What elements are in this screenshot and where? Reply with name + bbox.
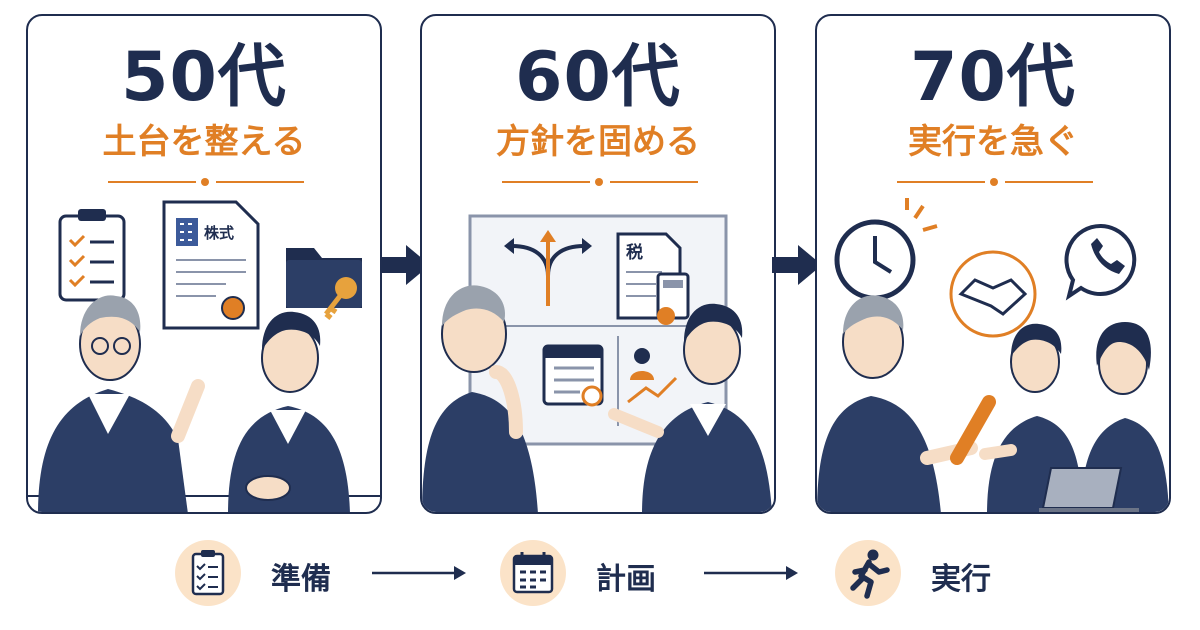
- flow-arrow-icon: [372, 566, 466, 580]
- calendar-icon: [512, 552, 554, 594]
- stage-heading: 実行を急ぐ: [908, 122, 1078, 162]
- illustration-70s: [817, 198, 1169, 512]
- illustration-60s: 税: [422, 214, 772, 512]
- clipboard-checklist-icon: [191, 550, 225, 596]
- panel-60s: 60代 方針を固める 税: [420, 14, 776, 514]
- age-heading: 70代: [910, 38, 1076, 117]
- clipboard-checklist-icon: [58, 209, 126, 302]
- older-man-figure: [422, 285, 538, 512]
- heading-divider: [897, 176, 1093, 188]
- stage-heading: 土台を整える: [102, 122, 306, 162]
- svg-text:税: 税: [626, 242, 643, 263]
- step-label: 実行: [931, 562, 991, 597]
- age-heading: 60代: [515, 38, 681, 117]
- growth-chart-icon: [627, 348, 678, 404]
- young-man-figure: [228, 311, 350, 512]
- stage-heading: 方針を固める: [496, 122, 700, 162]
- folder-key-icon: [286, 248, 362, 320]
- panel-70s: 70代 実行を急ぐ: [815, 14, 1171, 514]
- stage-arrow-icon: [772, 245, 822, 285]
- branching-arrows-icon: [504, 230, 592, 306]
- stock-document-icon: 株式: [162, 200, 260, 330]
- tax-document-icon: 税: [616, 232, 690, 325]
- clock-icon: [834, 198, 938, 301]
- step-icon-circle: [175, 540, 241, 606]
- laptop-icon: [1039, 467, 1139, 512]
- step-icon-circle: [500, 540, 566, 606]
- illustration-50s: 株式: [28, 200, 380, 512]
- older-man-figure: [38, 295, 205, 512]
- flow-arrow-icon: [704, 566, 798, 580]
- heading-divider: [502, 176, 698, 188]
- age-heading: 50代: [121, 38, 287, 117]
- older-man-figure: [817, 295, 978, 512]
- phone-icon: [1064, 223, 1137, 301]
- handshake-icon: [949, 250, 1037, 338]
- stage-arrow-icon: [380, 245, 430, 285]
- heading-divider: [108, 176, 304, 188]
- calendar-icon: [542, 344, 604, 407]
- svg-text:株式: 株式: [204, 224, 234, 242]
- panel-50s: 50代 土台を整える 株式: [26, 14, 382, 514]
- young-man-figure: [608, 303, 772, 512]
- running-person-icon: [850, 549, 890, 599]
- step-label: 計画: [596, 562, 656, 597]
- baton-icon: [950, 395, 996, 465]
- step-icon-circle: [835, 540, 901, 606]
- step-label: 準備: [271, 562, 331, 597]
